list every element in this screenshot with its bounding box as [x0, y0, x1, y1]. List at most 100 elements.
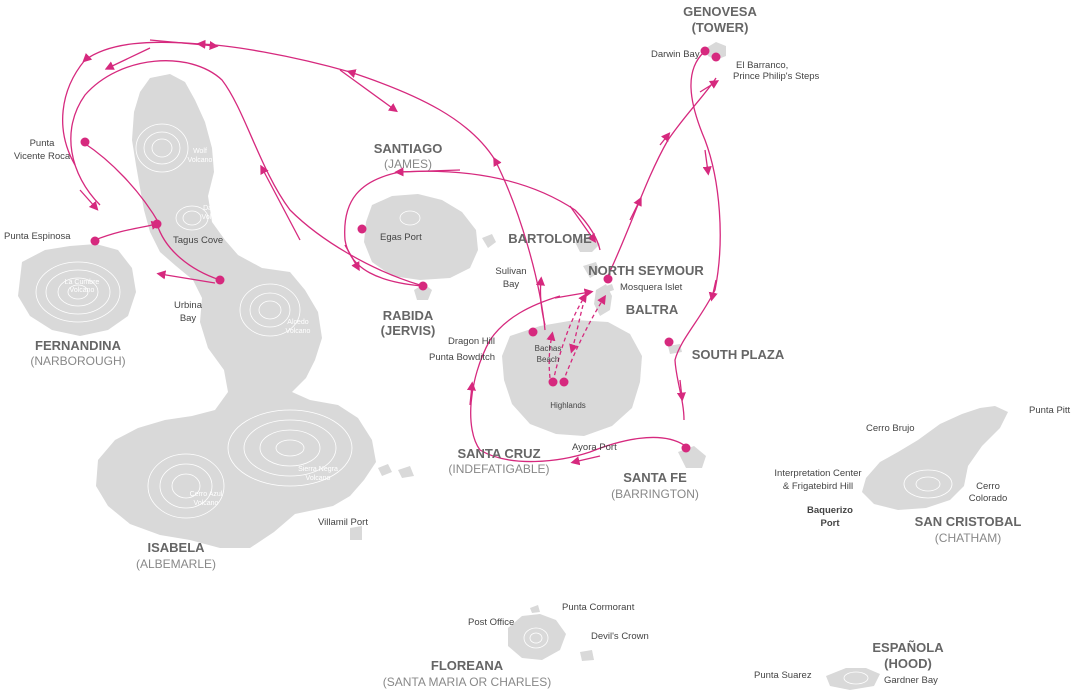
volcano-wolf-1: Wolf [193, 148, 207, 155]
route-arrow [260, 164, 301, 241]
site-prince-philip: Prince Philip's Steps [733, 71, 820, 82]
san-cristobal-island [862, 406, 1008, 510]
stop-highlands-1[interactable] [548, 377, 558, 387]
site-punta-suarez: Punta Suarez [754, 670, 812, 681]
volcano-la-cumbre-1: La Cumbre [65, 279, 100, 286]
island-alt-santa-fe: (BARRINGTON) [611, 487, 699, 501]
island-name-genovesa: GENOVESA [683, 4, 757, 19]
stop-punta-espinosa[interactable] [90, 236, 100, 246]
volcano-darwin-1: Darwin [203, 205, 225, 212]
route-segment [62, 39, 546, 331]
stop-highlands-2[interactable] [559, 377, 569, 387]
island-name-floreana: FLOREANA [431, 658, 504, 673]
island-name-north-seymour: NORTH SEYMOUR [588, 263, 704, 278]
route-arrow [676, 379, 686, 402]
route-segment [344, 171, 423, 287]
island-name-isabela: ISABELA [147, 540, 205, 555]
stop-santa-fe[interactable] [681, 443, 691, 453]
route-arrow [659, 132, 671, 146]
island-name-rabida: RABIDA [383, 308, 434, 323]
site-villamil-port: Villamil Port [318, 517, 368, 528]
site-egas-port: Egas Port [380, 232, 422, 243]
route-arrow [79, 189, 99, 211]
volcano-wolf-2: Volcano [188, 157, 213, 164]
island-alt-rabida: (JERVIS) [381, 323, 436, 338]
stop-mosquera-islet[interactable] [603, 274, 613, 284]
route-arrow [570, 455, 601, 466]
route-segment [83, 142, 161, 226]
stops-layer [80, 46, 721, 453]
stop-urbina-bay[interactable] [215, 275, 225, 285]
santiago-island [364, 194, 478, 280]
island-name-espanola: ESPAÑOLA [872, 640, 944, 655]
volcano-cerro-azul-2: Volcano [194, 500, 219, 507]
route-segment [70, 60, 421, 286]
site-dragon-hill: Dragon Hill [448, 336, 495, 347]
stop-el-barranco[interactable] [711, 52, 721, 62]
stop-punta-vicente-roca[interactable] [80, 137, 90, 147]
stop-rabida[interactable] [418, 281, 428, 291]
island-name-fernandina: FERNANDINA [35, 338, 122, 353]
site-punta-vicente-roca-1: Punta [30, 138, 56, 149]
island-name-santa-fe: SANTA FE [623, 470, 687, 485]
site-punta-espinosa: Punta Espinosa [4, 231, 71, 242]
route-arrow [629, 196, 642, 221]
stop-egas-port[interactable] [357, 224, 367, 234]
volcano-sierra-negra-1: Sierra Negra [298, 466, 338, 473]
route-segment [94, 220, 161, 241]
route-layer [62, 39, 721, 466]
island-alt-fernandina: (NARBOROUGH) [30, 354, 125, 368]
island-names: GENOVESA (TOWER) SANTIAGO (JAMES) BARTOL… [30, 4, 1021, 689]
stop-dragon-hill[interactable] [528, 327, 538, 337]
route-segment [674, 51, 721, 421]
stop-darwin-bay[interactable] [700, 46, 710, 56]
island-alt-santiago: (JAMES) [384, 157, 432, 171]
island-name-san-cristobal: SAN CRISTOBAL [915, 514, 1022, 529]
genovesa-island [706, 42, 726, 60]
volcano-sierra-negra-2: Volcano [306, 475, 331, 482]
route-segment [535, 276, 546, 326]
stop-south-plaza[interactable] [664, 337, 674, 347]
site-baquerizo-port-1: Baquerizo [807, 505, 853, 516]
site-bachas-beach-2: Beach [537, 355, 560, 364]
route-segment [156, 223, 221, 281]
route-arrow [394, 167, 461, 177]
site-labels: Darwin Bay El Barranco, Prince Philip's … [4, 49, 1071, 686]
island-alt-floreana: (SANTA MARIA OR CHARLES) [383, 675, 551, 689]
island-name-santiago: SANTIAGO [374, 141, 443, 156]
site-urbina-bay-2: Bay [180, 313, 197, 324]
volcano-alcedo-2: Volcano [286, 328, 311, 335]
site-darwin-bay: Darwin Bay [651, 49, 700, 60]
floreana-island [508, 614, 566, 660]
route-arrow [339, 69, 398, 113]
route-arrow [708, 279, 718, 302]
island-name-bartolome: BARTOLOME [508, 231, 592, 246]
site-sulivan-bay-2: Bay [503, 279, 520, 290]
route-arrow [466, 381, 476, 406]
site-cerro-colorado-2: Colorado [969, 493, 1008, 504]
site-tagus-cove: Tagus Cove [173, 235, 223, 246]
site-punta-cormorant: Punta Cormorant [562, 602, 635, 613]
island-name-south-plaza: SOUTH PLAZA [692, 347, 785, 362]
island-name-baltra: BALTRA [626, 302, 679, 317]
volcano-alcedo-1: Alcedo [287, 319, 309, 326]
route-arrow [699, 80, 720, 93]
islet-villamil-1 [378, 464, 392, 476]
island-alt-genovesa: (TOWER) [692, 20, 749, 35]
route-segment [470, 295, 685, 463]
route-arrow [104, 47, 151, 70]
site-el-barranco: El Barranco, [736, 60, 788, 71]
stop-tagus-cove[interactable] [152, 219, 162, 229]
rabida-island [414, 284, 432, 300]
santa-cruz-island [502, 320, 642, 436]
route-dashed [552, 292, 587, 383]
site-cerro-colorado-1: Cerro [976, 481, 1000, 492]
volcano-darwin-2: Volcano [202, 214, 227, 221]
santiago-islet [482, 234, 496, 248]
espanola-island [826, 668, 880, 690]
site-cerro-brujo: Cerro Brujo [866, 423, 915, 434]
site-punta-vicente-roca-2: Vicente Roca [14, 151, 71, 162]
site-ayora-port: Ayora Port [572, 442, 617, 453]
